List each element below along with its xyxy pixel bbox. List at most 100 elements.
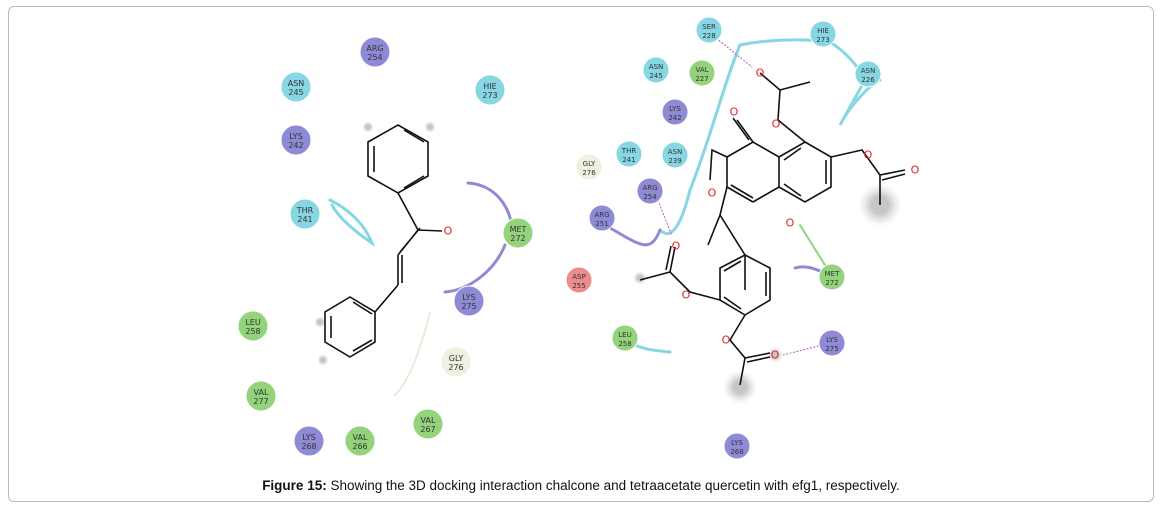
residue-circle: [474, 74, 506, 106]
residue-num: 242: [668, 114, 681, 122]
residue-name: ARG: [594, 211, 609, 219]
residue-name: GLY: [583, 160, 596, 168]
caption-text: Showing the 3D docking interaction chalc…: [326, 478, 900, 493]
residue-circle: [289, 198, 321, 230]
residue-num: 241: [297, 215, 312, 224]
residue-num: 275: [461, 302, 476, 311]
residue-num: 241: [622, 156, 635, 164]
figure-caption: Figure 15: Showing the 3D docking intera…: [0, 478, 1162, 493]
residue-num: 267: [420, 425, 435, 434]
residue-circle: [688, 59, 716, 87]
residue-name: SER: [702, 23, 716, 31]
pocket-outline: [328, 38, 882, 396]
ester-oxygen-3p: O: [682, 289, 691, 302]
residue-num: 272: [825, 279, 838, 287]
residue-name: ASN: [668, 148, 682, 156]
residue-circle: [818, 329, 846, 357]
residue-circle: [809, 20, 837, 48]
ester-oxygen-7: O: [864, 149, 873, 162]
residue-num: 268: [301, 442, 316, 451]
residue-num: 242: [288, 141, 303, 150]
quercetin-structure: [639, 72, 906, 386]
residue-name: LYS: [826, 336, 838, 344]
residue-name: LEU: [618, 331, 631, 339]
residue-circle: [565, 266, 593, 294]
residue-num: 251: [595, 220, 608, 228]
residue-num: 277: [253, 397, 268, 406]
residue-num: 254: [367, 53, 382, 62]
residue-name: MET: [825, 270, 840, 278]
residue-name: LEU: [245, 318, 261, 327]
residue-circle: [642, 56, 670, 84]
residue-name: ARG: [366, 44, 383, 53]
residue-circle: [588, 204, 616, 232]
residue-name: THR: [621, 147, 637, 155]
residue-name: VAL: [421, 416, 436, 425]
residue-num: 273: [482, 91, 497, 100]
residue-name: VAL: [353, 433, 368, 442]
residue-circle: [293, 425, 325, 457]
left-residues: ARG254ASN245HIE273LYS242THR241MET272LYS2…: [237, 36, 534, 457]
residue-name: ASN: [861, 67, 875, 75]
residue-circle: [502, 217, 534, 249]
residue-name: LYS: [289, 132, 302, 141]
carbonyl-oxygen-5: O: [756, 67, 765, 80]
residue-name: ASN: [288, 79, 305, 88]
ester-oxygen-4p: O: [722, 334, 731, 347]
residue-name: HIE: [817, 27, 829, 35]
residue-circle: [440, 346, 472, 378]
carbonyl-oxygen-4p: O: [771, 349, 780, 362]
residue-circle: [818, 263, 846, 291]
residue-name: VAL: [254, 388, 269, 397]
residue-name: LYS: [462, 293, 475, 302]
residue-num: 226: [861, 76, 875, 84]
residue-circle: [453, 285, 485, 317]
residue-name: LYS: [669, 105, 681, 113]
residue-circle: [280, 124, 312, 156]
right-residues: SER228HIE273ASN245VAL227ASN226LYS242THR2…: [565, 16, 882, 460]
residue-num: 245: [649, 72, 662, 80]
residue-name: LYS: [302, 433, 315, 442]
residue-name: LYS: [731, 439, 743, 447]
residue-name: ASN: [649, 63, 663, 71]
residue-circle: [636, 177, 664, 205]
residue-num: 239: [668, 157, 681, 165]
residue-num: 254: [643, 193, 657, 201]
residue-circle: [695, 16, 723, 44]
residue-name: VAL: [695, 66, 708, 74]
residue-circle: [575, 153, 603, 181]
hydrogen-bonds: [657, 37, 823, 356]
residue-name: GLY: [449, 354, 464, 363]
residue-num: 276: [448, 363, 463, 372]
residue-name: ASP: [572, 273, 585, 281]
carbonyl-oxygen-7: O: [911, 164, 920, 177]
residue-num: 228: [702, 32, 715, 40]
solvent-exposure-shading: [314, 121, 902, 404]
residue-num: 276: [582, 169, 596, 177]
ring-oxygen: O: [786, 217, 795, 230]
caption-label: Figure 15:: [262, 478, 327, 493]
